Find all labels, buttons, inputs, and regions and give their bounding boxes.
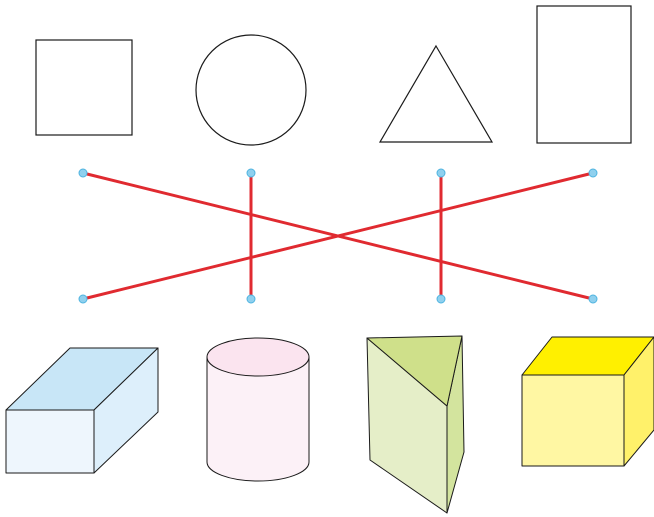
cylinder-icon (206, 337, 310, 482)
bottom-dot-cuboid (78, 294, 88, 304)
cylinder-top-face (206, 337, 310, 377)
rectangle-icon (536, 5, 632, 144)
cube-front-face (521, 374, 625, 467)
square-icon (35, 39, 133, 136)
connector-dots (78, 168, 598, 304)
cuboid-icon (5, 347, 159, 474)
top-dot-rectangle (588, 168, 598, 178)
cylinder-body (206, 356, 310, 482)
bottom-dot-cube (588, 294, 598, 304)
triangle-icon (378, 44, 494, 143)
connector-lines (81, 171, 595, 301)
top-dot-square (78, 168, 88, 178)
solid-shapes-row (5, 335, 654, 514)
cube-icon (521, 336, 654, 467)
triangular-prism-icon (366, 335, 465, 514)
plane-shapes-row (35, 5, 632, 146)
top-dot-triangle (436, 168, 446, 178)
prism-top-face (366, 335, 463, 407)
top-dot-circle (246, 168, 256, 178)
bottom-dot-cylinder (246, 294, 256, 304)
cuboid-front-face (5, 409, 95, 474)
circle-icon (195, 34, 307, 146)
connector-rectangle-cuboid (81, 171, 595, 301)
bottom-dot-prism (436, 294, 446, 304)
